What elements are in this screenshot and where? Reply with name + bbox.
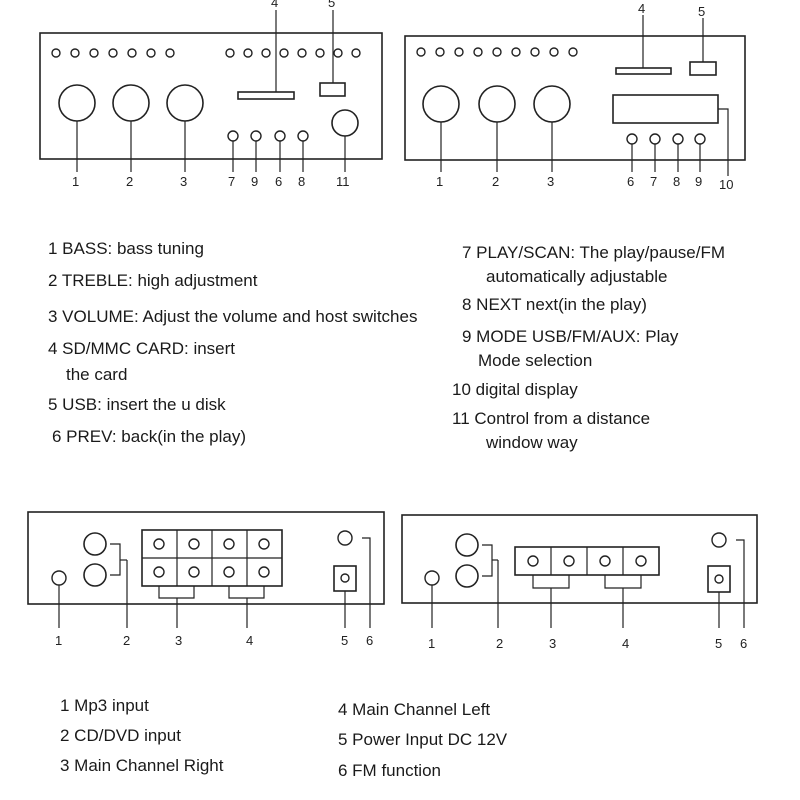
cd-dvd-jack-lower — [83, 563, 107, 587]
legend-item: 1 BASS: bass tuning — [48, 239, 204, 258]
callout-number: 5 — [715, 636, 722, 651]
legend-item: Mode selection — [478, 351, 593, 370]
callout-number: 8 — [298, 174, 305, 189]
legend-item: 5 Power Input DC 12V — [338, 730, 508, 749]
callout-number: 9 — [251, 174, 258, 189]
legend-item: 9 MODE USB/FM/AUX: Play — [462, 327, 679, 346]
callout-number: 2 — [123, 633, 130, 648]
rear-panel-left-outline — [27, 511, 385, 605]
legend-item: 5 USB: insert the u disk — [48, 395, 226, 414]
callout-number: 4 — [246, 633, 253, 648]
rear-panel-left: 1 2 3 4 5 6 — [27, 511, 385, 648]
indicator-led-row-left — [51, 48, 175, 58]
callout-number: 3 — [547, 174, 554, 189]
sd-card-slot — [615, 67, 672, 75]
legend-item: 4 Main Channel Left — [338, 700, 491, 719]
callout-number: 1 — [428, 636, 435, 651]
rear-panel-right: 1 2 3 4 5 6 — [401, 514, 758, 651]
callout-number: 2 — [496, 636, 503, 651]
bass-knob — [58, 84, 96, 122]
next-button — [672, 133, 684, 145]
cd-dvd-jack-lower — [455, 564, 479, 588]
front-panel-right: 1 2 3 4 5 6 7 8 9 10 — [404, 1, 746, 192]
indicator-led-row — [416, 47, 578, 57]
front-panel-left-outline — [39, 32, 383, 160]
usb-port — [689, 61, 717, 76]
legend-item: 1 Mp3 input — [60, 696, 149, 715]
front-panel-right-outline — [404, 35, 746, 161]
mode-button — [694, 133, 706, 145]
callout-number: 1 — [436, 174, 443, 189]
callout-number: 7 — [228, 174, 235, 189]
legend-item: the card — [66, 365, 128, 384]
callout-number: 5 — [341, 633, 348, 648]
callout-number: 1 — [72, 174, 79, 189]
mp3-input-jack — [424, 570, 440, 586]
volume-knob — [533, 85, 571, 123]
remote-ir-window — [331, 109, 359, 137]
callout-number: 10 — [719, 177, 733, 192]
legend-item: 6 PREV: back(in the play) — [52, 427, 247, 446]
callout-number: 3 — [175, 633, 182, 648]
legend-item: 3 Main Channel Right — [60, 756, 224, 775]
power-input-socket — [333, 565, 357, 592]
legend-item: 4 SD/MMC CARD: insert — [48, 339, 236, 358]
callout-number: 4 — [622, 636, 629, 651]
fm-antenna-jack — [337, 530, 353, 546]
usb-port — [319, 82, 346, 97]
callout-number: 4 — [271, 0, 278, 10]
treble-knob — [478, 85, 516, 123]
play-button — [649, 133, 661, 145]
legend-item: 10 digital display — [452, 380, 578, 399]
callout-number: 1 — [55, 633, 62, 648]
mode-button — [250, 130, 262, 142]
cd-dvd-jack-upper — [83, 532, 107, 556]
mp3-input-jack — [51, 570, 67, 586]
callout-number: 2 — [492, 174, 499, 189]
speaker-terminals — [527, 555, 647, 567]
legend-item: 6 FM function — [338, 761, 441, 780]
treble-knob — [112, 84, 150, 122]
callout-number: 11 — [336, 174, 350, 189]
play-button — [227, 130, 239, 142]
callout-number: 5 — [328, 0, 335, 10]
digital-display — [612, 94, 719, 124]
cd-dvd-jack-upper — [455, 533, 479, 557]
callout-number: 6 — [366, 633, 373, 648]
sd-card-slot — [237, 91, 295, 100]
rear-panel-right-outline — [401, 514, 758, 604]
callout-number: 5 — [698, 4, 705, 19]
callout-number: 6 — [740, 636, 747, 651]
indicator-led-row-right — [225, 48, 361, 58]
callout-number: 8 — [673, 174, 680, 189]
legend-item: 3 VOLUME: Adjust the volume and host swi… — [48, 307, 418, 326]
power-input-socket — [707, 565, 731, 593]
callout-number: 6 — [627, 174, 634, 189]
callout-number: 3 — [180, 174, 187, 189]
callout-number: 9 — [695, 174, 702, 189]
prev-button — [274, 130, 286, 142]
legend-item: 2 CD/DVD input — [60, 726, 181, 745]
legend-item: 2 TREBLE: high adjustment — [48, 271, 258, 290]
speaker-terminals — [153, 538, 270, 578]
callout-number: 3 — [549, 636, 556, 651]
legend-item: 11 Control from a distance — [452, 409, 651, 428]
legend-item: 8 NEXT next(in the play) — [462, 295, 647, 314]
callout-number: 2 — [126, 174, 133, 189]
legend-item: 7 PLAY/SCAN: The play/pause/FM — [462, 243, 725, 262]
bass-knob — [422, 85, 460, 123]
callout-number: 4 — [638, 1, 645, 16]
callout-number: 6 — [275, 174, 282, 189]
prev-button — [626, 133, 638, 145]
volume-knob — [166, 84, 204, 122]
fm-antenna-jack — [711, 532, 727, 548]
next-button — [297, 130, 309, 142]
legend-item: automatically adjustable — [486, 267, 668, 286]
callout-number: 7 — [650, 174, 657, 189]
front-panel-left: 1 2 3 4 5 7 9 6 8 11 — [39, 0, 383, 189]
legend-item: window way — [486, 433, 578, 452]
